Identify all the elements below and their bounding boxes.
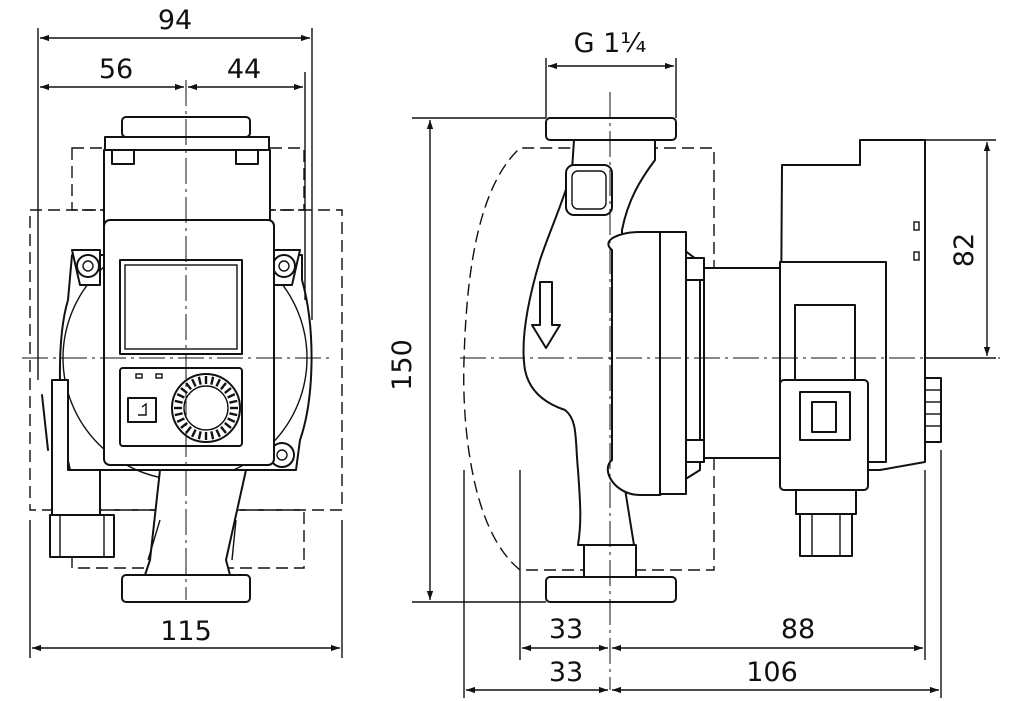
knob-tick [174,399,183,404]
knob-tick [197,431,202,440]
knob-tick [220,426,227,434]
knob-tick [227,417,236,423]
knob-tick [224,387,232,394]
side-inlet-port [565,164,613,216]
front-latch-right [235,149,259,165]
side-view: G 1¼ 150 82 33 88 33 106 [387,28,1000,698]
front-display [119,259,243,355]
dim-label-left-part: 56 [99,54,133,85]
front-cable [41,394,49,451]
side-envelope-outline [463,147,715,571]
side-motor-body [703,267,785,459]
knob-tick [215,378,221,387]
knob-tick [227,393,236,399]
knob-tick [229,412,238,417]
knob-tick [210,431,215,440]
flow-direction-arrow-icon [531,281,561,349]
side-bottom-flange [545,576,677,603]
side-knob-edge [924,377,942,443]
knob-tick [185,382,192,390]
knob-tick [176,417,185,423]
dim-label-flange-width: 115 [160,616,212,647]
dim-label-thread: G 1¼ [574,28,647,59]
knob-tick [174,412,183,417]
knob-tick [185,426,192,434]
led-1 [135,373,143,379]
knob-tick [210,376,215,385]
front-latch-left [111,149,135,165]
dim-label-motor-length: 88 [781,614,815,645]
front-right-lug-hole [272,254,296,278]
knob-tick [191,378,197,387]
side-bolt-lower [685,439,705,463]
front-control-panel [119,367,243,447]
led-2 [155,373,163,379]
knob-tick [215,429,221,438]
knob-tick [229,399,238,404]
dim-label-height: 150 [387,339,418,391]
dim-label-pipe-offset-lower: 33 [549,657,583,688]
mode-button-icon [127,397,157,423]
knob-tick [197,376,202,385]
setting-knob [171,373,241,443]
dim-label-total-length: 106 [746,657,798,688]
side-bolt-upper [685,257,705,281]
knob-tick [224,422,232,429]
front-left-lug-hole [76,254,100,278]
side-connector [799,513,853,557]
dim-label-pipe-offset-upper: 33 [549,614,583,645]
front-top-neck [104,136,270,152]
knob-tick [191,429,197,438]
setting-knob-ticks [174,376,238,440]
dim-label-motor-height: 82 [949,233,980,267]
front-view: 94 56 44 115 [22,5,343,658]
dim-label-right-part: 44 [227,54,261,85]
knob-tick [220,382,227,390]
dim-label-total-width: 94 [158,5,192,36]
side-top-flange [545,117,677,141]
front-lower-body [144,469,247,576]
knob-tick [176,393,185,399]
